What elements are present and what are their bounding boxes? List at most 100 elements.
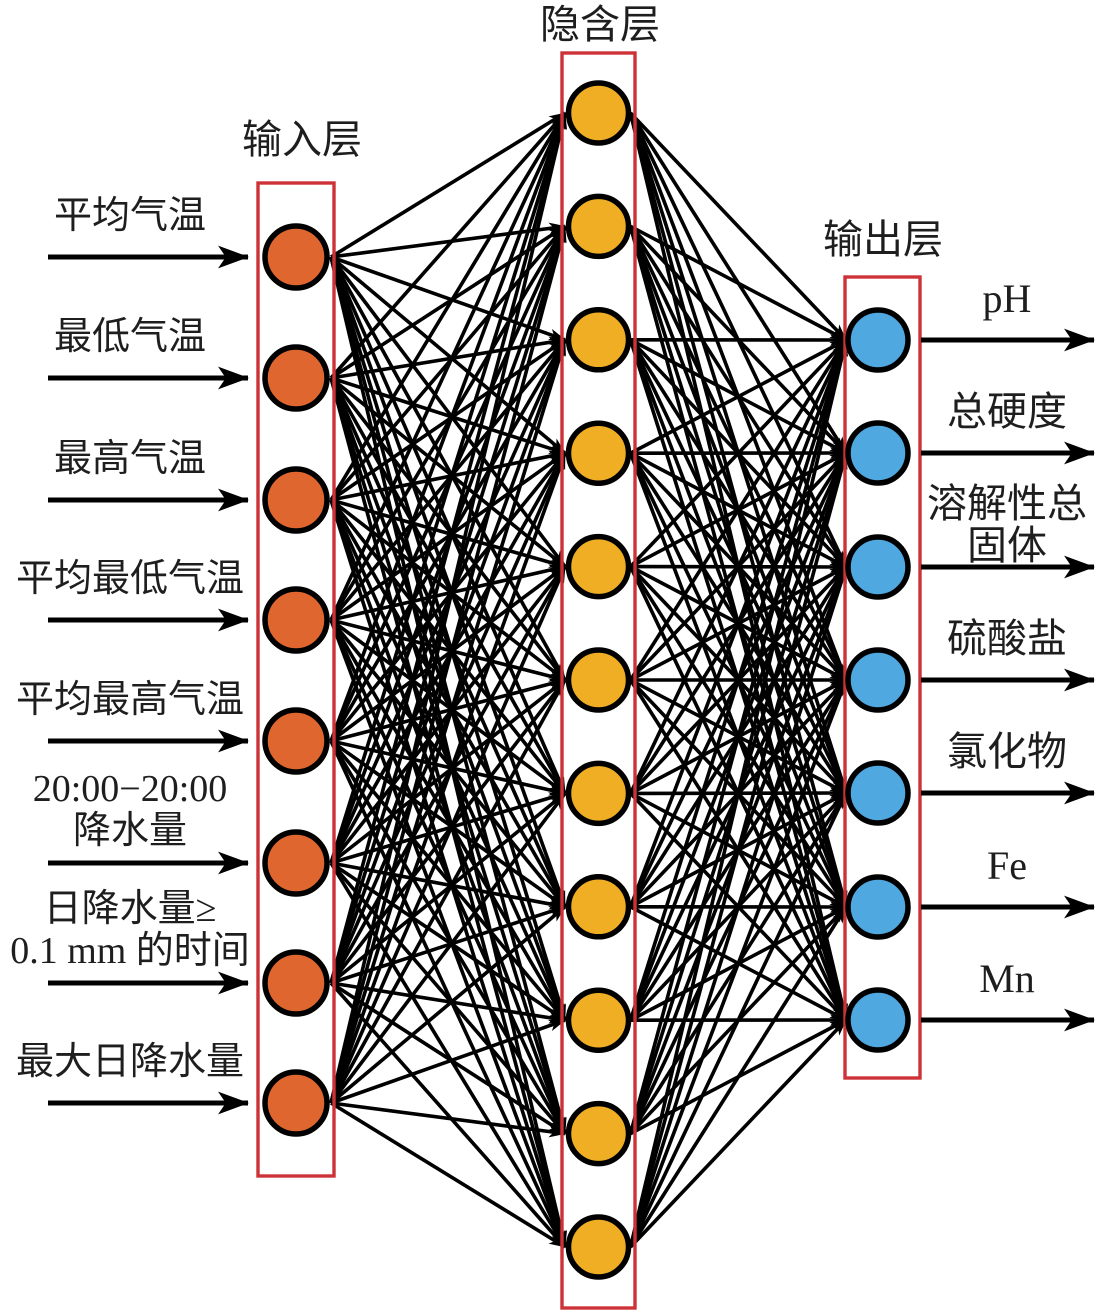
edge-input-hidden bbox=[329, 619, 567, 1248]
input-label: 最高气温 bbox=[54, 438, 206, 480]
edge-input-hidden bbox=[329, 377, 567, 908]
edge-input-hidden bbox=[330, 618, 567, 682]
edge-input-hidden bbox=[329, 740, 567, 1248]
edge-input-hidden bbox=[329, 739, 567, 909]
hidden-node bbox=[565, 874, 632, 940]
edge-input-hidden bbox=[329, 111, 567, 864]
output-label: 总硬度 bbox=[947, 389, 1067, 434]
edge-input-hidden bbox=[329, 452, 567, 1104]
hidden-node bbox=[565, 420, 632, 486]
hidden-layer-title: 隐含层 bbox=[540, 2, 660, 47]
edge-input-hidden bbox=[329, 377, 567, 1022]
input-label: 日降水量≥ bbox=[44, 888, 217, 930]
edge-hidden-output bbox=[628, 679, 848, 1248]
input-label: 最大日降水量 bbox=[16, 1041, 244, 1083]
output-node bbox=[845, 534, 911, 600]
input-label: 最低气温 bbox=[54, 316, 206, 358]
edge-input-hidden bbox=[330, 1101, 566, 1249]
edge-input-hidden bbox=[329, 377, 567, 795]
edge-input-hidden bbox=[330, 981, 566, 1136]
edge-input-hidden bbox=[329, 739, 567, 1022]
nodes-group bbox=[262, 80, 911, 1280]
edge-input-hidden bbox=[329, 498, 567, 682]
edge-input-hidden bbox=[329, 256, 567, 908]
edge-input-hidden bbox=[329, 619, 567, 1135]
edge-input-hidden bbox=[329, 338, 567, 1104]
output-node bbox=[845, 874, 911, 940]
edge-input-hidden bbox=[329, 499, 567, 1022]
input-label: 降水量 bbox=[73, 810, 187, 852]
hidden-layer-box bbox=[560, 51, 637, 1310]
output-label: Fe bbox=[987, 843, 1027, 888]
edge-input-hidden bbox=[329, 679, 567, 1104]
io-arrows-group bbox=[48, 245, 1096, 1115]
layer-boxes-group bbox=[256, 51, 922, 1310]
output-label: 硫酸盐 bbox=[947, 616, 1067, 661]
edge-hidden-output bbox=[628, 339, 848, 681]
edge-input-hidden bbox=[329, 112, 567, 742]
output-node bbox=[845, 987, 911, 1053]
edge-input-hidden bbox=[329, 981, 567, 1249]
edge-hidden-output bbox=[629, 224, 847, 342]
edge-hidden-output bbox=[629, 338, 847, 455]
output-label: 固体 bbox=[967, 523, 1047, 568]
edge-input-hidden bbox=[329, 256, 567, 795]
edge-input-hidden bbox=[330, 111, 566, 259]
edge-input-hidden bbox=[330, 222, 567, 259]
output-label: Mn bbox=[979, 956, 1035, 1001]
edge-input-hidden bbox=[329, 565, 567, 1104]
hidden-node bbox=[565, 533, 632, 600]
edges-group bbox=[329, 111, 849, 1249]
hidden-node bbox=[565, 307, 632, 373]
edge-input-hidden bbox=[329, 618, 567, 908]
hidden-node bbox=[565, 1100, 632, 1167]
input-node bbox=[262, 223, 330, 291]
input-layer-title: 输入层 bbox=[242, 117, 362, 162]
edge-input-hidden bbox=[329, 111, 567, 984]
edge-hidden-output bbox=[628, 338, 849, 1248]
edge-input-hidden bbox=[329, 862, 567, 1248]
edge-input-hidden bbox=[330, 376, 567, 455]
edge-input-hidden bbox=[329, 499, 567, 908]
input-node bbox=[262, 829, 330, 897]
edge-hidden-output bbox=[629, 111, 848, 342]
output-layer-box bbox=[843, 275, 922, 1080]
edge-input-hidden bbox=[329, 792, 567, 1105]
edge-input-hidden bbox=[329, 225, 567, 1104]
edge-hidden-output bbox=[629, 338, 848, 568]
edge-input-hidden bbox=[330, 981, 567, 1024]
input-label: 20:00−20:00 bbox=[33, 768, 228, 810]
edge-input-hidden bbox=[329, 112, 567, 501]
input-label: 平均气温 bbox=[54, 195, 206, 237]
edge-input-hidden bbox=[329, 111, 567, 380]
hidden-node bbox=[565, 647, 632, 713]
edge-input-hidden bbox=[329, 618, 567, 795]
hidden-node bbox=[565, 987, 632, 1053]
edge-input-hidden bbox=[329, 112, 567, 621]
edge-hidden-output bbox=[628, 338, 848, 1021]
edge-hidden-output bbox=[628, 906, 848, 1248]
edge-hidden-output bbox=[628, 338, 848, 1135]
output-node bbox=[845, 307, 911, 373]
edge-hidden-output bbox=[628, 792, 848, 1248]
input-node bbox=[262, 466, 330, 534]
edge-input-hidden bbox=[329, 740, 567, 1135]
output-label: pH bbox=[983, 276, 1032, 321]
edge-input-hidden bbox=[329, 451, 567, 622]
edge-input-hidden bbox=[329, 619, 567, 1022]
edge-input-hidden bbox=[329, 861, 567, 1135]
edge-hidden-output bbox=[629, 1018, 848, 1249]
input-layer-box bbox=[256, 181, 336, 1178]
edge-hidden-output bbox=[628, 339, 848, 908]
output-node bbox=[845, 760, 911, 826]
edge-input-hidden bbox=[329, 255, 567, 568]
input-node bbox=[262, 586, 330, 654]
input-node bbox=[262, 949, 330, 1017]
io-labels-group: 平均气温最低气温最高气温平均最低气温平均最高气温20:00−20:00降水量日降… bbox=[10, 195, 1087, 1083]
input-label: 平均最低气温 bbox=[16, 558, 244, 600]
hidden-node bbox=[565, 80, 632, 146]
edge-input-hidden bbox=[330, 498, 567, 569]
edge-input-hidden bbox=[330, 1101, 567, 1138]
